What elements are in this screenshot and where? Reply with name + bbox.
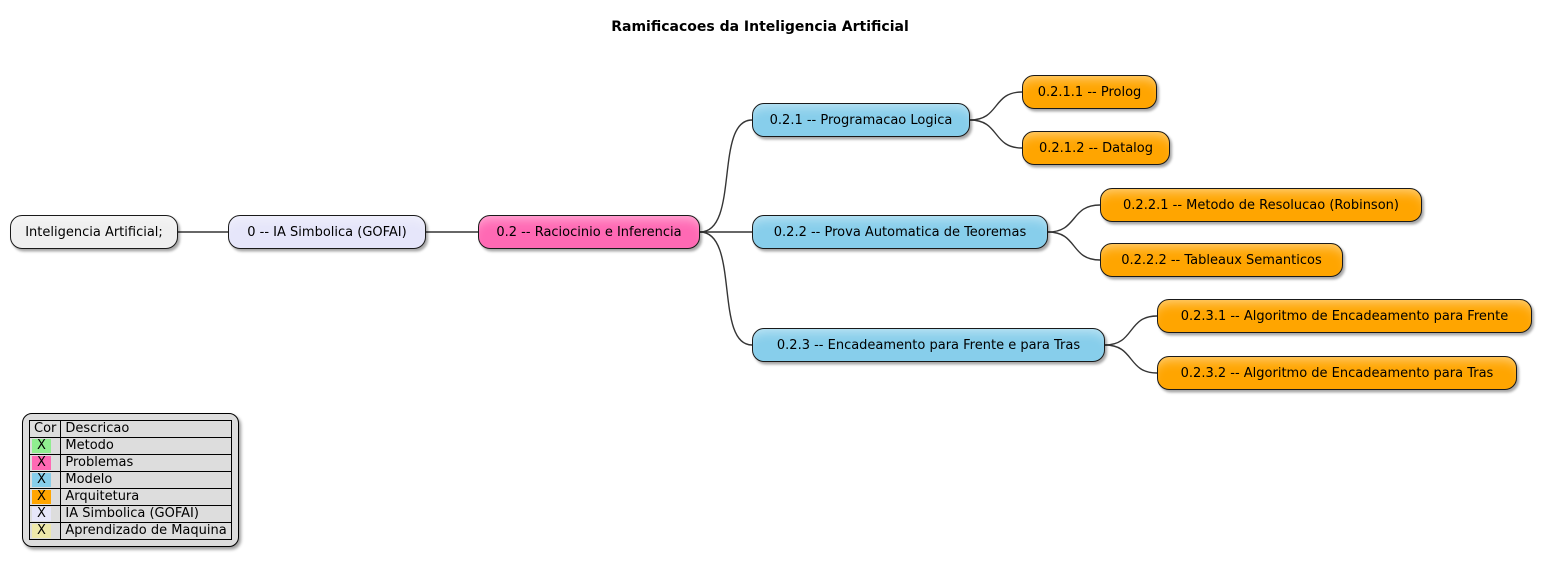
legend-row-aprendizado: X Aprendizado de Maquina [28, 522, 232, 540]
color-swatch-ia-simbolica: X [32, 507, 51, 521]
edge-02-021 [699, 119, 753, 233]
diagram-title: Ramificacoes da Inteligencia Artificial [611, 19, 909, 35]
legend-header-row: Cor Descricao [28, 420, 232, 438]
legend-label-aprendizado: Aprendizado de Maquina [60, 522, 232, 540]
edge-023-0231 [1104, 315, 1158, 346]
legend-header-descricao: Descricao [60, 420, 232, 438]
color-swatch-arquitetura: X [32, 490, 51, 504]
legend-row-arquitetura: X Arquitetura [28, 488, 232, 506]
legend-label-metodo: Metodo [60, 437, 232, 455]
node-encadeamento: 0.2.3 -- Encadeamento para Frente e para… [752, 328, 1105, 362]
node-root: Inteligencia Artificial; [10, 215, 178, 249]
color-swatch-metodo: X [32, 439, 51, 453]
legend-label-ia-simbolica: IA Simbolica (GOFAI) [60, 505, 232, 523]
legend: Cor Descricao X Metodo X Problemas X Mod… [22, 413, 239, 547]
node-tableaux-semanticos: 0.2.2.2 -- Tableaux Semanticos [1100, 243, 1343, 277]
color-swatch-problemas: X [32, 456, 51, 470]
node-encadeamento-tras: 0.2.3.2 -- Algoritmo de Encadeamento par… [1157, 356, 1517, 390]
legend-header-cor: Cor [28, 420, 62, 438]
legend-label-modelo: Modelo [60, 471, 232, 489]
legend-label-problemas: Problemas [60, 454, 232, 472]
color-swatch-aprendizado: X [32, 524, 51, 538]
edge-022-0222 [1047, 231, 1101, 261]
node-programacao-logica: 0.2.1 -- Programacao Logica [752, 103, 970, 137]
node-encadeamento-frente: 0.2.3.1 -- Algoritmo de Encadeamento par… [1157, 299, 1532, 333]
node-raciocinio-inferencia: 0.2 -- Raciocinio e Inferencia [478, 215, 700, 249]
edge-02-023 [699, 231, 753, 346]
edge-022-0221 [1047, 204, 1101, 233]
node-prolog: 0.2.1.1 -- Prolog [1022, 75, 1157, 109]
color-swatch-modelo: X [32, 473, 51, 487]
node-ia-simbolica: 0 -- IA Simbolica (GOFAI) [228, 215, 426, 249]
legend-row-ia-simbolica: X IA Simbolica (GOFAI) [28, 505, 232, 523]
node-metodo-resolucao: 0.2.2.1 -- Metodo de Resolucao (Robinson… [1100, 188, 1422, 222]
edge-021-0211 [969, 91, 1023, 121]
legend-row-modelo: X Modelo [28, 471, 232, 489]
node-datalog: 0.2.1.2 -- Datalog [1022, 131, 1170, 165]
legend-label-arquitetura: Arquitetura [60, 488, 232, 506]
legend-row-problemas: X Problemas [28, 454, 232, 472]
node-prova-automatica: 0.2.2 -- Prova Automatica de Teoremas [752, 215, 1048, 249]
legend-table: Cor Descricao X Metodo X Problemas X Mod… [28, 420, 232, 540]
edge-021-0212 [969, 119, 1023, 149]
edge-023-0232 [1104, 344, 1158, 374]
legend-row-metodo: X Metodo [28, 437, 232, 455]
